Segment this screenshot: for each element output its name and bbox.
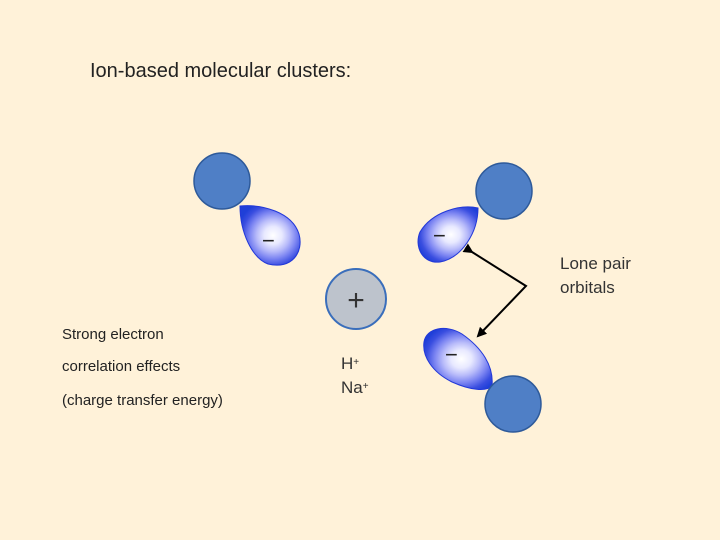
slide-title: Ion-based molecular clusters: [90, 60, 352, 82]
lone-pair-lobe-top-right [417, 206, 479, 263]
note-line-2: correlation effects [62, 358, 181, 375]
ion-charge-na: + [362, 381, 369, 392]
lone-pair-label-line1: Lone pair [560, 254, 631, 273]
lobe-charge-top-left: − [262, 228, 275, 253]
atom-top-right [475, 162, 533, 220]
ion-label-h: H+ [341, 352, 369, 376]
lone-pair-label-line2: orbitals [560, 278, 615, 297]
note-line-1: Strong electron [62, 326, 164, 343]
cation-charge: + [347, 284, 365, 317]
lone-pair-lobe-bottom [423, 327, 493, 390]
lobe-charge-top-right: − [433, 223, 446, 248]
lone-pair-lobe-top-left [239, 205, 301, 266]
atom-bottom-right [484, 375, 542, 433]
ion-symbol-h: H [341, 354, 354, 373]
ion-charge-h: + [353, 357, 360, 368]
ion-labels: H+ Na+ [341, 352, 369, 400]
cation-circle [325, 268, 387, 330]
note-line-3: (charge transfer energy) [62, 392, 223, 409]
lone-pair-label: Lone pair orbitals [560, 252, 631, 300]
ion-label-na: Na+ [341, 376, 369, 400]
ion-symbol-na: Na [341, 378, 363, 397]
lone-pair-arrow [462, 243, 528, 338]
lobe-charge-bottom: − [445, 342, 458, 367]
atom-top-left [193, 152, 251, 210]
